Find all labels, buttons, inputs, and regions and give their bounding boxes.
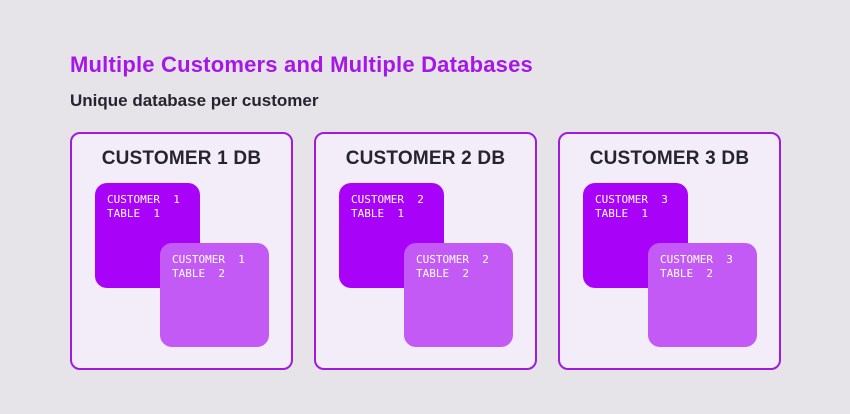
db-card-title: CUSTOMER 2 DB xyxy=(345,148,506,169)
customer-1-table-2-chip: CUSTOMER 1 TABLE 2 xyxy=(160,243,269,347)
customer-1-table-1-chip: CUSTOMER 1 TABLE 1 xyxy=(95,183,200,288)
table-chip-label-line: CUSTOMER 2 xyxy=(351,193,424,206)
customer-3-table-2-chip: CUSTOMER 3 TABLE 2 xyxy=(648,243,757,347)
table-chip-label-line: TABLE 2 xyxy=(660,267,713,280)
db-card-title: CUSTOMER 1 DB xyxy=(101,148,262,169)
table-chip-label-line: TABLE 1 xyxy=(107,207,160,220)
table-chip-label-line: CUSTOMER 1 xyxy=(172,253,245,266)
db-card-title: CUSTOMER 3 DB xyxy=(589,148,750,169)
customer-2-table-2-chip: CUSTOMER 2 TABLE 2 xyxy=(404,243,513,347)
table-chip-label-line: CUSTOMER 1 xyxy=(107,193,180,206)
table-chip-label-line: TABLE 1 xyxy=(595,207,648,220)
diagram-title: Multiple Customers and Multiple Database… xyxy=(70,52,533,77)
customer-1-db-card: CUSTOMER 1 DB CUSTOMER 1 TABLE 1 CUSTOME… xyxy=(70,132,293,370)
table-chip-label-line: TABLE 2 xyxy=(172,267,225,280)
table-chip-label-line: TABLE 2 xyxy=(416,267,469,280)
table-chip-label-line: TABLE 1 xyxy=(351,207,404,220)
db-cards-row: CUSTOMER 1 DB CUSTOMER 1 TABLE 1 CUSTOME… xyxy=(70,132,781,370)
diagram-subtitle: Unique database per customer xyxy=(70,91,319,110)
customer-2-db-card: CUSTOMER 2 DB CUSTOMER 2 TABLE 1 CUSTOME… xyxy=(314,132,537,370)
table-chip-label-line: CUSTOMER 3 xyxy=(660,253,733,266)
table-chip-label-line: CUSTOMER 2 xyxy=(416,253,489,266)
table-chip-label-line: CUSTOMER 3 xyxy=(595,193,668,206)
customer-3-db-card: CUSTOMER 3 DB CUSTOMER 3 TABLE 1 CUSTOME… xyxy=(558,132,781,370)
